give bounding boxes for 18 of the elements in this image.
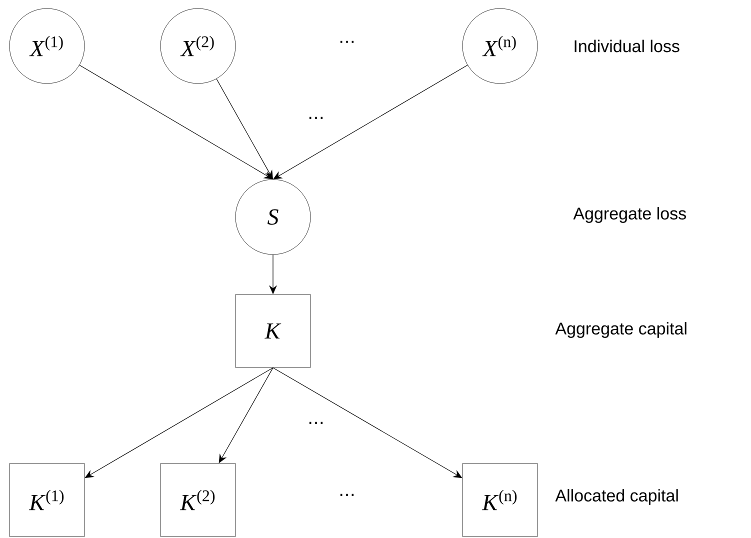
arrow xyxy=(273,64,468,180)
square-node: K xyxy=(235,294,311,368)
row-label: Aggregate capital xyxy=(555,322,686,338)
circle-node: X$^{(n)}$ xyxy=(462,8,538,84)
circle-node: X$^{(2)}$ xyxy=(160,8,236,84)
arrow xyxy=(79,64,273,180)
ellipsis: ⋯ xyxy=(340,40,354,43)
row-label: Aggregate loss xyxy=(573,207,686,223)
circle-node: X$^{(1)}$ xyxy=(9,8,85,84)
row-label: Individual loss xyxy=(574,40,680,52)
row-label: Allocated capital xyxy=(555,489,678,505)
square-node: K$^{(1)}$ xyxy=(9,463,85,537)
square-node: K$^{(n)}$ xyxy=(462,463,538,537)
square-node: K$^{(2)}$ xyxy=(160,463,236,537)
ellipsis: ⋯ xyxy=(340,494,354,496)
circle-node: S xyxy=(235,179,311,255)
ellipsis: ⋯ xyxy=(309,116,323,119)
ellipsis: ⋯ xyxy=(309,422,323,424)
